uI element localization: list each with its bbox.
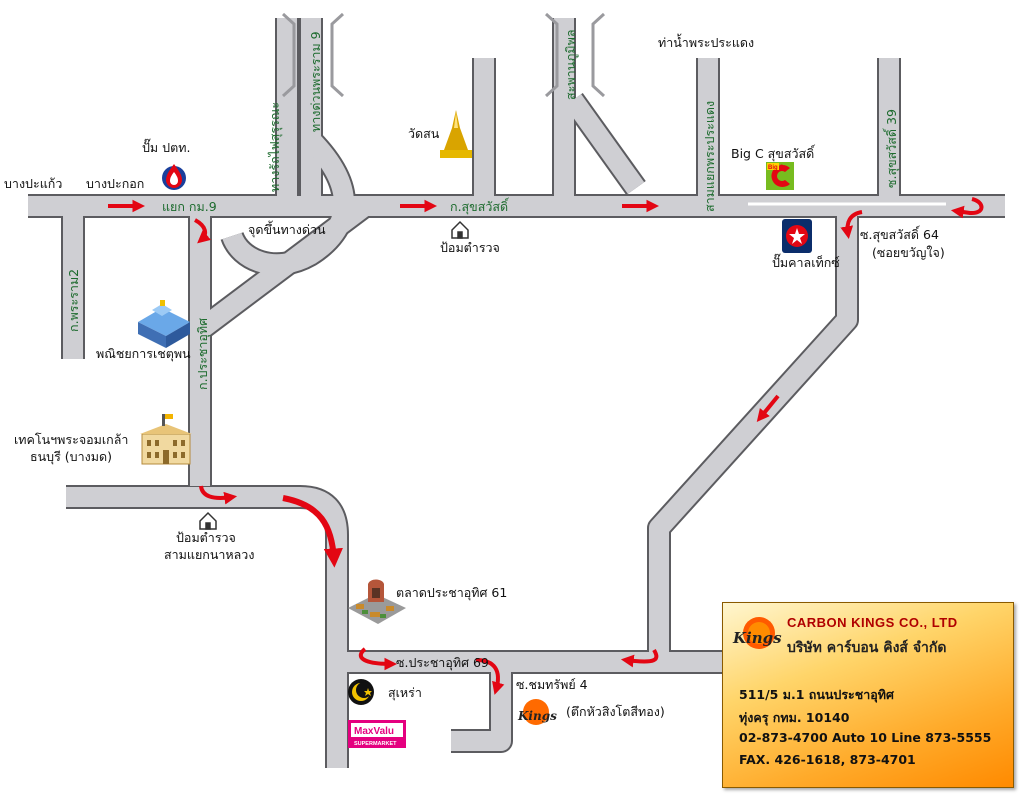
- label-soi64-2: (ซอยขวัญใจ): [872, 245, 945, 260]
- label-soi64-1: ซ.สุขสวัสดิ์ 64: [860, 225, 939, 243]
- road-label-prachauthit: ก.ประชาอุทิศ: [195, 318, 211, 390]
- road-label-north-3: สะพานภูมิพล: [563, 29, 579, 100]
- road-label-suksawat: ก.สุขสวัสดิ์: [450, 197, 510, 215]
- company-address-2: ทุ่งครุ กทม. 10140: [739, 710, 850, 725]
- road-label-north-4: สามแยกพระประแดง: [702, 101, 717, 212]
- arrow-turn-east: [199, 485, 238, 505]
- bridge-marks: [281, 12, 606, 98]
- svg-text:MaxValu: MaxValu: [354, 726, 394, 737]
- label-tech-2: ธนบุรี (บางมด): [30, 449, 112, 465]
- arrow-km9: [193, 218, 211, 244]
- road-labels: ทางรัถไฟสุรุรณะ ทางด่วนพระราม 9 สะพานภูม…: [66, 29, 900, 390]
- bigc-logo-icon: Big C: [766, 162, 794, 190]
- company-name-th: บริษัท คาร์บอน คิงส์ จำกัด: [787, 640, 947, 656]
- arrow-turn-soi64: [840, 210, 863, 240]
- svg-text:Kings: Kings: [517, 709, 557, 723]
- company-info-card: Kings CARBON KINGS CO., LTD บริษัท คาร์บ…: [722, 602, 1014, 788]
- label-police-2-1: ป้อมตำรวจ: [176, 530, 236, 545]
- svg-text:SUPERMARKET: SUPERMARKET: [354, 741, 397, 747]
- label-kings-building: (ตึกหัวสิงโตสีทอง): [566, 704, 665, 719]
- road-network: [28, 18, 1005, 768]
- label-police-1: ป้อมตำรวจ: [440, 240, 500, 255]
- label-caltex: ปั๊มคาลเท็กซ์: [772, 253, 840, 270]
- label-mosque: สุเหร่า: [388, 685, 422, 701]
- maxvalu-logo-icon: MaxValu SUPERMARKET: [348, 720, 406, 748]
- road-label-north-5: ซ.สุขสวัสดิ์ 39: [882, 109, 900, 188]
- police-box-icon-1: [451, 220, 469, 239]
- company-fax: FAX. 426-1618, 873-4701: [739, 752, 916, 767]
- market-icon: [348, 579, 406, 624]
- label-soi-somsap: ซ.ชมทรัพย์ 4: [516, 677, 588, 692]
- road-label-rama2: ก.พระราม2: [66, 269, 81, 332]
- arrow-back-west: [620, 648, 659, 668]
- label-tha-nam: ท่าน้ำพระประแดง: [658, 33, 754, 50]
- label-police-2-2: สามแยกนาหลวง: [164, 547, 254, 562]
- school-building-icon: [138, 300, 190, 348]
- label-tech-1: เทคโนฯพระจอมเกล้า: [14, 432, 128, 447]
- caltex-logo-icon: [782, 219, 812, 253]
- arrow-diagonal: [756, 394, 780, 422]
- road-label-north-2: ทางด่วนพระราม 9: [308, 31, 323, 132]
- arrow-soi69: [358, 647, 398, 671]
- road-label-km9: แยก กม.9: [162, 199, 217, 214]
- ptt-icon: [162, 164, 186, 190]
- company-name-en: CARBON KINGS CO., LTD: [787, 615, 958, 630]
- label-bangpakok: บางปะกอก: [86, 176, 144, 191]
- kings-logo-icon: Kings: [517, 699, 557, 725]
- svg-text:Big C: Big C: [768, 165, 784, 171]
- label-ptt: ปั๊ม ปตท.: [142, 138, 190, 155]
- company-phone: 02-873-4700 Auto 10 Line 873-5555: [739, 730, 992, 745]
- arrow-soi-somsap: [475, 658, 505, 695]
- arrow-uturn: [950, 197, 984, 219]
- label-expressway-entry: จุดขึ้นทางด่วน: [248, 220, 326, 238]
- company-address-1: 511/5 ม.1 ถนนประชาอุทิศ: [739, 687, 894, 702]
- company-logo-icon: Kings: [732, 617, 782, 649]
- mosque-icon: [348, 679, 374, 705]
- university-building-icon: [140, 414, 192, 465]
- police-box-icon-2: [199, 511, 217, 530]
- label-wat-son: วัดสน: [408, 126, 440, 141]
- place-labels: บางปะแก้ว บางปะกอก ปั๊ม ปตท. วัดสน ท่าน้…: [4, 33, 945, 719]
- arrow-curve-main: [282, 495, 343, 568]
- label-soi69: ซ.ประชาอุทิศ 69: [396, 655, 489, 671]
- route-arrows: [108, 197, 984, 695]
- svg-text:Kings: Kings: [732, 629, 782, 647]
- temple-icon: [440, 110, 472, 158]
- label-commerce-school: พณิชยการเชตุพน: [96, 346, 191, 362]
- road-label-north-1: ทางรัถไฟสุรุรณะ: [267, 102, 283, 192]
- label-market: ตลาดประชาอุทิศ 61: [396, 585, 507, 601]
- label-bigc: Big C สุขสวัสดิ์: [731, 144, 816, 162]
- label-bangpakaew: บางปะแก้ว: [4, 176, 62, 191]
